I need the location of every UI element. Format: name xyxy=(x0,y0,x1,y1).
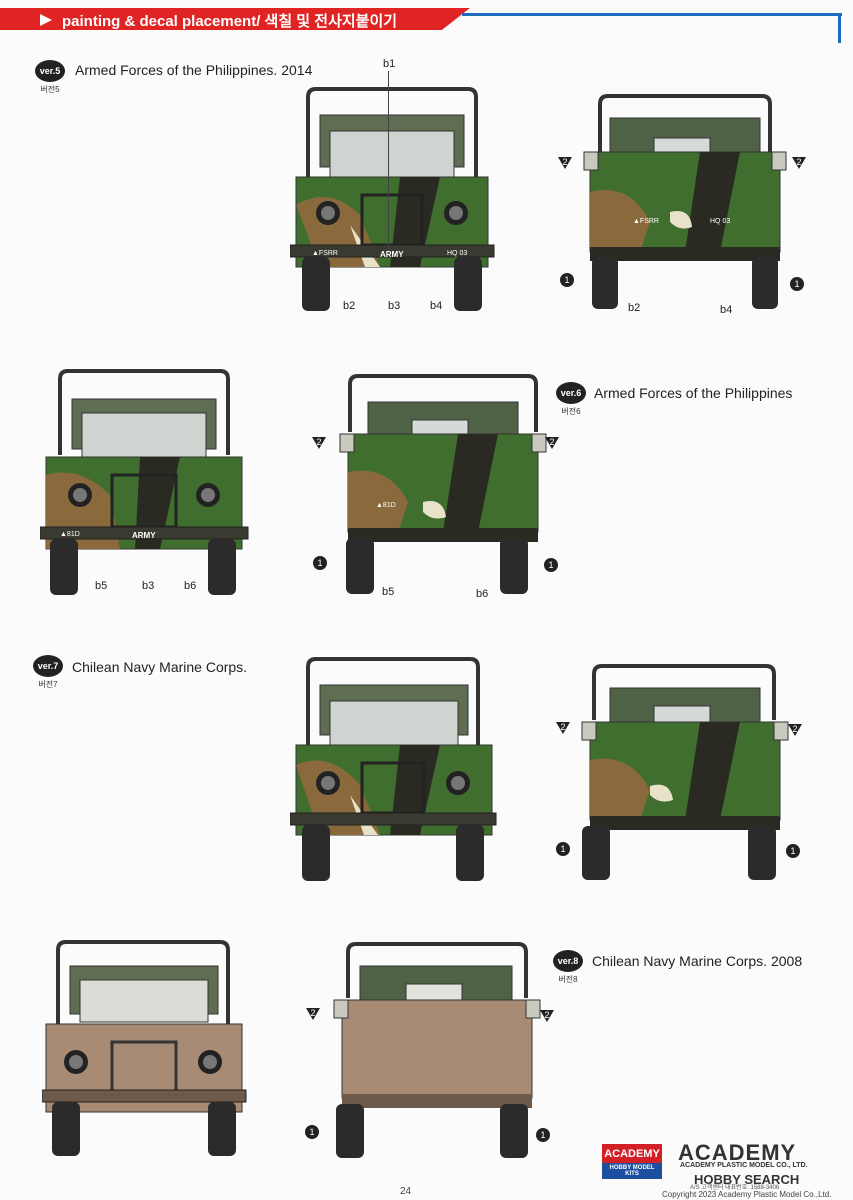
ver8-badge: ver.8 xyxy=(553,950,583,972)
watermark-text: HOBBY SEARCH xyxy=(694,1172,800,1187)
v5-label-b3: b3 xyxy=(388,300,401,312)
ver6-badge: ver.6 xyxy=(556,382,586,404)
academy-logo-sub: HOBBY MODEL KITS xyxy=(602,1163,662,1179)
v5-front-marking-right: HQ 03 xyxy=(447,250,468,257)
brand-company: ACADEMY PLASTIC MODEL CO., LTD. xyxy=(680,1162,808,1169)
ver5-front-truck xyxy=(290,87,495,311)
ver5-badge-ko: 버전5 xyxy=(40,85,60,94)
v5-label-b2: b2 xyxy=(343,300,356,312)
ver7-badge: ver.7 xyxy=(33,655,63,677)
ver8-front-truck xyxy=(42,940,247,1156)
brand-contact: A/S 고객센터 대표번호: 1588-3406 xyxy=(690,1185,780,1191)
callout-1-marker: 1 xyxy=(556,842,570,856)
callout-1-marker: 1 xyxy=(313,556,327,570)
callout-2-marker: 2 xyxy=(312,437,326,449)
ver8-rear-truck xyxy=(333,942,541,1158)
callout-2-marker: 2 xyxy=(306,1008,320,1020)
ver6-rear-truck xyxy=(339,374,547,594)
v6-rear-marking-left: ▲81D xyxy=(376,502,396,509)
copyright: Copyright 2023 Academy Plastic Model Co.… xyxy=(662,1190,832,1199)
v5-label-b1: b1 xyxy=(383,58,396,70)
header-title: painting & decal placement/ 색칠 및 전사지붙이기 xyxy=(62,13,398,30)
callout-2-marker: 2 xyxy=(556,722,570,734)
callout-1-marker: 1 xyxy=(305,1125,319,1139)
v6-rear-label-b5: b5 xyxy=(382,586,395,598)
ver6-title: Armed Forces of the Philippines xyxy=(594,385,793,401)
v6-label-b6: b6 xyxy=(184,580,197,592)
ver7-rear-truck xyxy=(581,664,789,880)
callout-1-marker: 1 xyxy=(786,844,800,858)
callout-1-marker: 1 xyxy=(790,277,804,291)
ver6-badge-ko: 버전6 xyxy=(561,407,581,416)
v5-rear-marking-left: ▲FSRR xyxy=(633,218,659,225)
academy-logo-text: ACADEMY xyxy=(604,1148,660,1160)
play-arrow-icon xyxy=(40,14,52,26)
v6-front-marking-left: ▲81D xyxy=(60,531,80,538)
v5-front-marking-left: ▲FSRR xyxy=(312,250,338,257)
ver8-badge-ko: 버전8 xyxy=(558,975,578,984)
brand-name: ACADEMY xyxy=(678,1140,797,1165)
ver7-front-truck xyxy=(290,657,497,881)
callout-1-marker: 1 xyxy=(544,558,558,572)
leader-line xyxy=(388,71,389,256)
ver5-title: Armed Forces of the Philippines. 2014 xyxy=(75,62,313,78)
ver8-title: Chilean Navy Marine Corps. 2008 xyxy=(592,953,803,969)
academy-logo: ACADEMY HOBBY MODEL KITS xyxy=(602,1144,662,1179)
callout-1-marker: 1 xyxy=(560,273,574,287)
v6-rear-label-b6: b6 xyxy=(476,588,489,600)
v6-label-b5: b5 xyxy=(95,580,108,592)
ver6-front-truck xyxy=(40,369,249,595)
callout-1-marker: 1 xyxy=(536,1128,550,1142)
header-rule-vertical xyxy=(838,13,841,43)
v5-front-marking-army: ARMY xyxy=(380,250,404,259)
v5-label-b4: b4 xyxy=(430,300,443,312)
v6-label-b3: b3 xyxy=(142,580,155,592)
page-header: painting & decal placement/ 색칠 및 전사지붙이기 xyxy=(0,0,853,44)
ver5-rear-truck xyxy=(583,94,787,309)
v5-rear-marking-right: HQ 03 xyxy=(710,218,731,225)
v5-rear-label-b2: b2 xyxy=(628,302,641,314)
ver5-badge: ver.5 xyxy=(35,60,65,82)
ver7-badge-ko: 버전7 xyxy=(38,680,58,689)
v6-front-marking-army: ARMY xyxy=(132,531,156,540)
ver7-title: Chilean Navy Marine Corps. xyxy=(72,659,248,675)
page-number: 24 xyxy=(400,1186,412,1197)
header-rule xyxy=(462,13,842,16)
v5-rear-label-b4: b4 xyxy=(720,304,733,316)
header-banner: painting & decal placement/ 색칠 및 전사지붙이기 xyxy=(0,8,470,30)
